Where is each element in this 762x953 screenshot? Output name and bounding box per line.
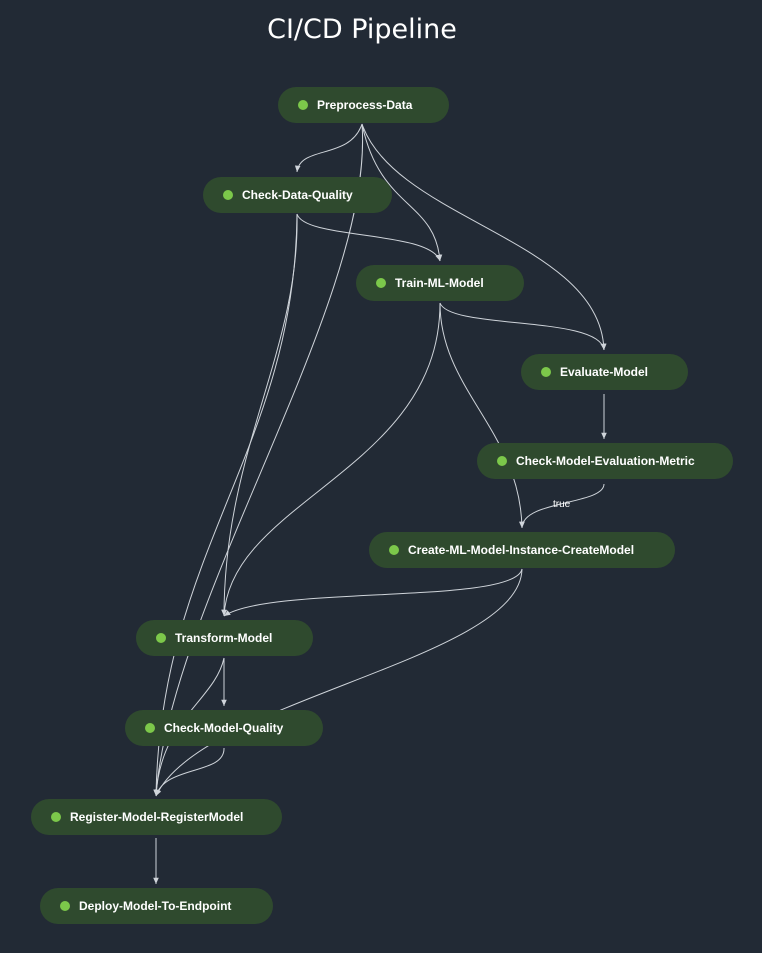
step-label: Evaluate-Model <box>560 365 649 379</box>
step-deploy-model-to-endpoint[interactable]: Deploy-Model-To-Endpoint <box>40 888 273 924</box>
edge-train-to-transform <box>221 302 441 617</box>
status-succeeded-icon <box>156 633 166 643</box>
step-label: Check-Model-Quality <box>164 721 284 735</box>
status-succeeded-icon <box>223 190 233 200</box>
edge-train-to-evaluate <box>439 302 607 351</box>
step-label: Create-ML-Model-Instance-CreateModel <box>408 543 635 557</box>
step-label: Register-Model-RegisterModel <box>70 810 244 824</box>
step-label: Train-ML-Model <box>395 276 484 290</box>
status-succeeded-icon <box>51 812 61 822</box>
step-label: Preprocess-Data <box>317 98 413 112</box>
edge-metric-to-create-true <box>519 483 605 529</box>
step-evaluate-model[interactable]: Evaluate-Model <box>521 354 688 390</box>
status-succeeded-icon <box>389 545 399 555</box>
step-label: Deploy-Model-To-Endpoint <box>79 899 232 913</box>
step-check-model-quality[interactable]: Check-Model-Quality <box>125 710 323 746</box>
step-label: Transform-Model <box>175 631 273 645</box>
edge-preprocess-to-check-data-quality <box>294 123 363 173</box>
status-succeeded-icon <box>60 901 70 911</box>
edge-preprocess-to-register <box>153 123 364 797</box>
step-register-model[interactable]: Register-Model-RegisterModel <box>31 799 282 835</box>
edge-model-quality-to-register <box>155 747 225 797</box>
edge-train-to-create-model <box>439 302 525 529</box>
step-transform-model[interactable]: Transform-Model <box>136 620 313 656</box>
step-train-ml-model[interactable]: Train-ML-Model <box>356 265 524 301</box>
step-label: Check-Data-Quality <box>242 188 353 202</box>
step-preprocess-data[interactable]: Preprocess-Data <box>278 87 449 123</box>
edge-create-to-register <box>155 568 523 797</box>
step-check-model-evaluation-metric[interactable]: Check-Model-Evaluation-Metric <box>477 443 733 479</box>
pipeline-title: CI/CD Pipeline <box>267 14 457 45</box>
status-succeeded-icon <box>376 278 386 288</box>
status-succeeded-icon <box>298 100 308 110</box>
status-succeeded-icon <box>497 456 507 466</box>
edge-data-quality-to-train <box>296 213 441 262</box>
step-label: Check-Model-Evaluation-Metric <box>516 454 695 468</box>
edge-preprocess-to-evaluate <box>361 123 607 351</box>
edge-label-true: true <box>553 499 571 510</box>
step-check-data-quality[interactable]: Check-Data-Quality <box>203 177 392 213</box>
edge-data-quality-to-register <box>153 213 298 797</box>
edge-preprocess-to-train <box>361 123 443 262</box>
status-succeeded-icon <box>541 367 551 377</box>
edge-create-to-transform <box>223 568 523 617</box>
status-succeeded-icon <box>145 723 155 733</box>
step-create-ml-model-instance[interactable]: Create-ML-Model-Instance-CreateModel <box>369 532 675 568</box>
